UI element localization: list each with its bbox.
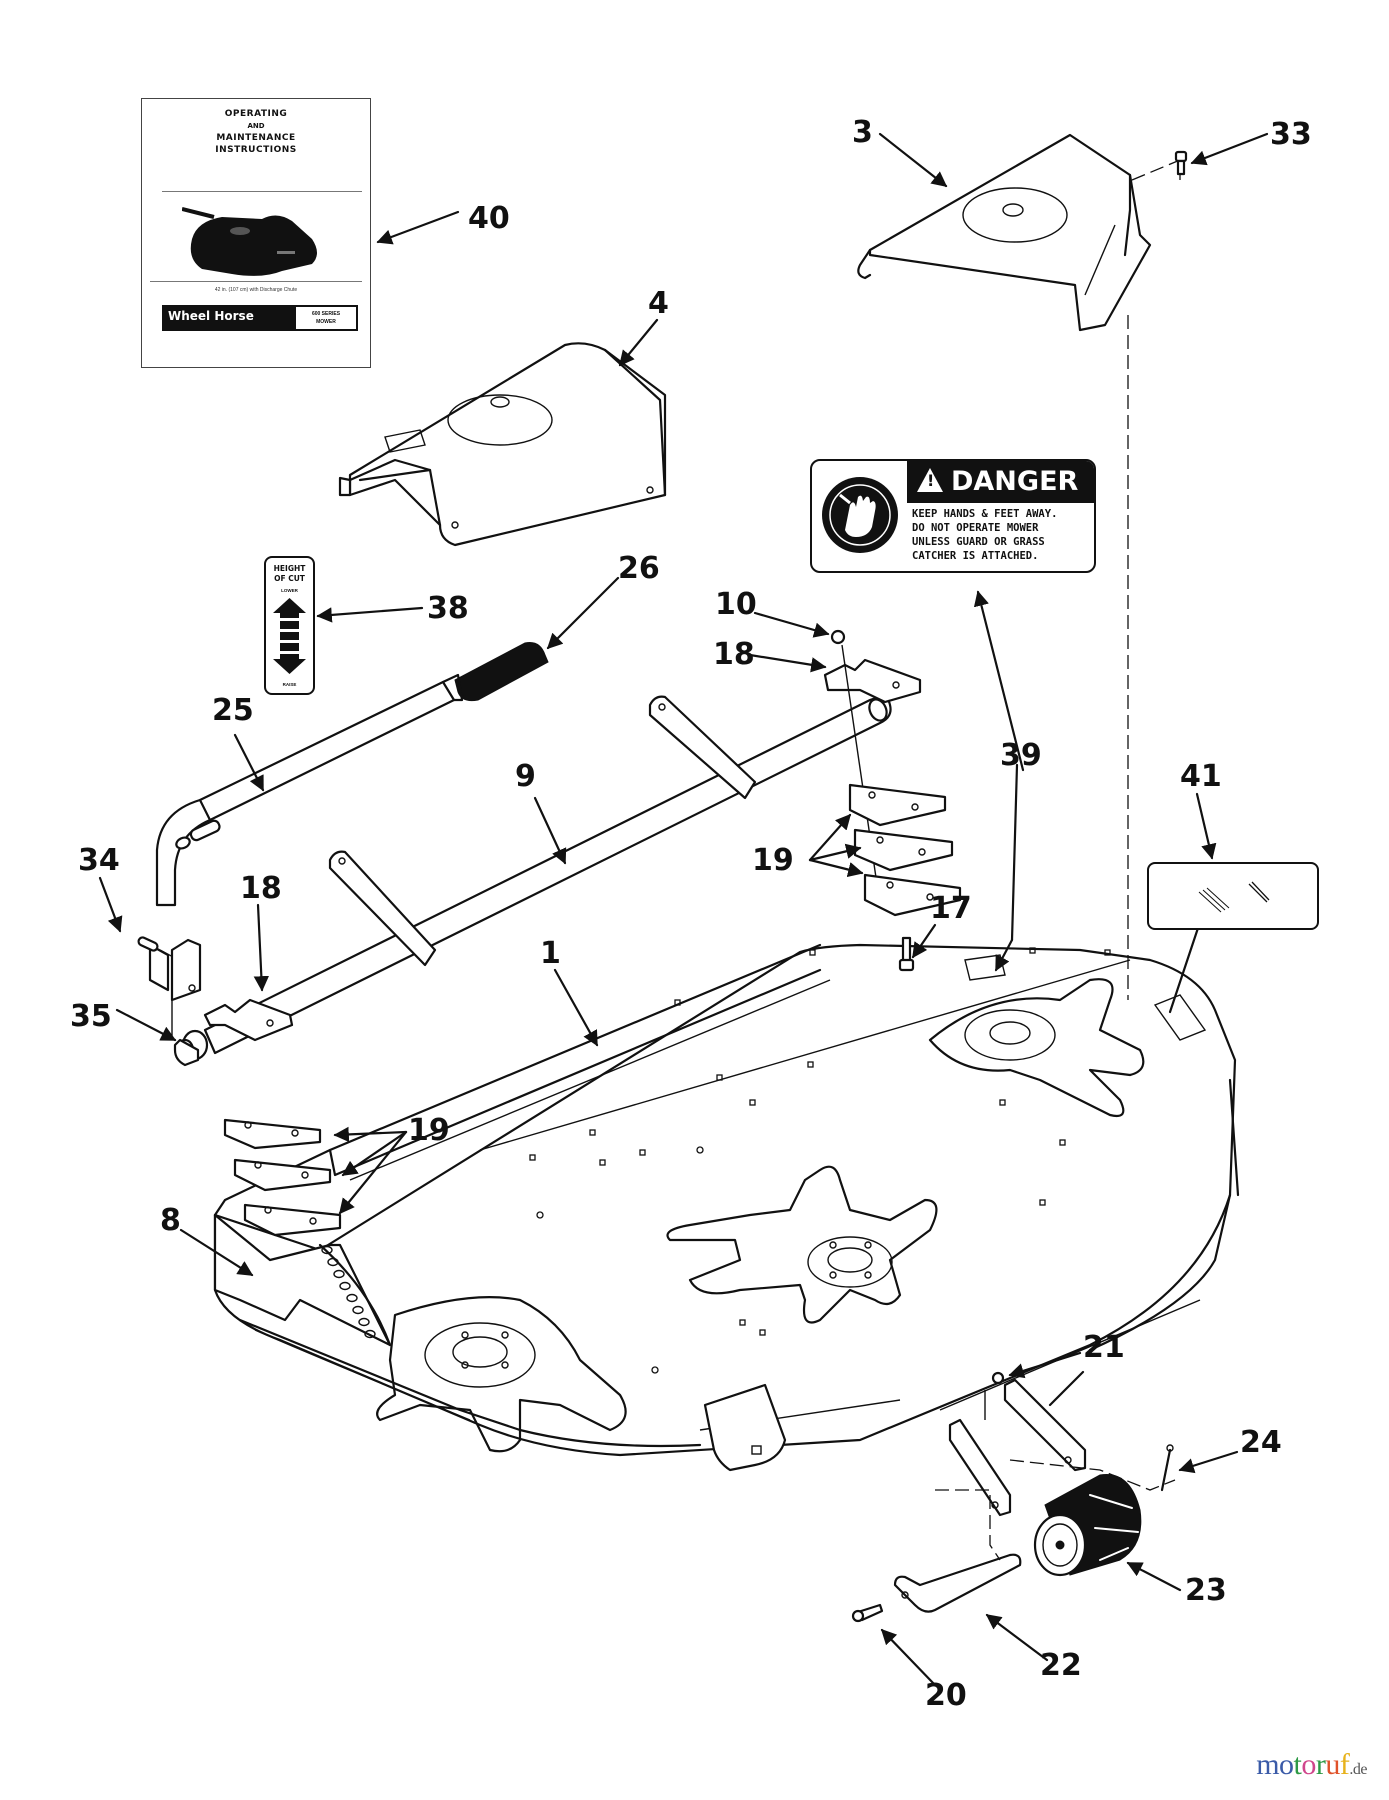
watermark-letter: o bbox=[1301, 1748, 1316, 1781]
callout-20: 20 bbox=[925, 1678, 967, 1713]
up-down-arrow-icon bbox=[273, 598, 306, 674]
center-spindle-mount bbox=[666, 1165, 938, 1324]
handle-grip bbox=[454, 642, 549, 702]
tractor-photo bbox=[182, 207, 317, 276]
height-adjust-holes bbox=[321, 1245, 376, 1339]
callout-18-left: 18 bbox=[240, 871, 282, 906]
callout-35: 35 bbox=[70, 999, 112, 1034]
danger-text: KEEP HANDS & FEET AWAY. DO NOT OPERATE M… bbox=[912, 507, 1090, 563]
raise-label: RAISE bbox=[282, 682, 297, 687]
callout-25: 25 bbox=[212, 693, 254, 728]
manual-caption: 42 in. (107 cm) with Discharge Chute bbox=[214, 287, 298, 293]
danger-line: KEEP HANDS & FEET AWAY. bbox=[912, 508, 1058, 520]
callout-10: 10 bbox=[715, 587, 757, 622]
manual-title-line-2: AND bbox=[247, 122, 265, 130]
manual-title-line-3: MAINTENANCE bbox=[216, 133, 296, 143]
watermark-letter: m bbox=[1256, 1748, 1280, 1781]
watermark-logo-text: motoruf bbox=[1256, 1748, 1350, 1781]
height-of-cut-title: HEIGHT OF CUT bbox=[273, 564, 306, 583]
callout-17: 17 bbox=[930, 891, 972, 926]
manual-brand-bar: Wheel Horse 600 SERIES MOWER bbox=[162, 305, 358, 331]
danger-title: DANGER bbox=[951, 466, 1079, 497]
watermark-tld: .de bbox=[1349, 1761, 1367, 1778]
callout-41: 41 bbox=[1180, 759, 1222, 794]
lift-handle bbox=[148, 642, 549, 1002]
callout-39: 39 bbox=[1000, 738, 1042, 773]
series-label: 600 SERIES bbox=[311, 311, 341, 317]
shims-right bbox=[848, 783, 962, 917]
pin-34 bbox=[137, 936, 159, 952]
cotter-pin-24 bbox=[1160, 1448, 1172, 1492]
danger-header: DANGER bbox=[907, 461, 1094, 503]
callout-26: 26 bbox=[618, 551, 660, 586]
bearing-bracket-left bbox=[203, 998, 294, 1042]
left-spindle-mount bbox=[376, 1296, 627, 1453]
nut-10 bbox=[830, 629, 846, 645]
danger-line: UNLESS GUARD OR GRASS bbox=[912, 536, 1045, 548]
clip-35 bbox=[173, 1038, 200, 1067]
watermark-letter: f bbox=[1339, 1748, 1350, 1781]
glare-marks bbox=[1198, 881, 1270, 913]
danger-decal: DANGER KEEP HANDS & FEET AWAY. DO NOT OP… bbox=[810, 459, 1096, 573]
bearing-bracket-right bbox=[823, 658, 922, 704]
callout-1: 1 bbox=[540, 936, 561, 971]
callout-18-right: 18 bbox=[713, 637, 755, 672]
manual-series-box: 600 SERIES MOWER bbox=[296, 307, 356, 329]
no-hands-icon bbox=[822, 477, 898, 553]
callout-8: 8 bbox=[160, 1203, 181, 1238]
callout-40: 40 bbox=[468, 201, 510, 236]
lift-shaft bbox=[175, 695, 892, 1062]
watermark-letter: u bbox=[1325, 1748, 1340, 1781]
roller-23 bbox=[1033, 1473, 1142, 1577]
bolt-17 bbox=[898, 936, 915, 972]
callout-22: 22 bbox=[1040, 1648, 1082, 1683]
manual-divider-2 bbox=[150, 281, 362, 282]
operator-manual: OPERATING AND MAINTENANCE INSTRUCTIONS 4… bbox=[141, 98, 371, 368]
callout-23: 23 bbox=[1185, 1573, 1227, 1608]
leader-lines bbox=[98, 132, 1269, 1687]
callout-4: 4 bbox=[648, 286, 669, 321]
right-spindle-mount bbox=[928, 978, 1145, 1118]
bolt-33 bbox=[1174, 150, 1188, 176]
callouts: 40 3 33 4 38 26 10 18 39 25 9 41 19 34 1… bbox=[70, 115, 1312, 1713]
motoruf-watermark[interactable]: motoruf.de bbox=[1256, 1748, 1367, 1782]
warning-triangle-icon bbox=[917, 468, 943, 492]
height-of-cut-decal: HEIGHT OF CUT LOWER RAISE bbox=[264, 556, 315, 695]
belt-cover-left bbox=[338, 342, 667, 547]
callout-3: 3 bbox=[852, 115, 873, 150]
danger-line: CATCHER IS ATTACHED. bbox=[912, 550, 1039, 562]
manual-title-line-4: INSTRUCTIONS bbox=[215, 145, 297, 155]
manual-title-line-1: OPERATING bbox=[224, 109, 288, 119]
wheel-horse-logo: Wheel Horse bbox=[168, 309, 254, 323]
decal-41-location bbox=[1153, 994, 1207, 1041]
bolt-33-alignment-line bbox=[1131, 159, 1181, 181]
callout-38: 38 bbox=[427, 591, 469, 626]
danger-line: DO NOT OPERATE MOWER bbox=[912, 522, 1039, 534]
nut-21 bbox=[991, 1371, 1005, 1385]
watermark-letter: r bbox=[1315, 1748, 1326, 1781]
watermark-letter: t bbox=[1293, 1748, 1302, 1781]
watermark-letter: o bbox=[1279, 1748, 1294, 1781]
callout-34: 34 bbox=[78, 843, 120, 878]
series-sublabel: MOWER bbox=[316, 319, 336, 325]
callout-24: 24 bbox=[1240, 1425, 1282, 1460]
callout-21: 21 bbox=[1083, 1330, 1125, 1365]
callout-19-left: 19 bbox=[408, 1113, 450, 1148]
mower-deck-housing bbox=[213, 943, 1240, 1472]
decal-39-location bbox=[964, 954, 1006, 981]
deck-holes bbox=[529, 947, 1111, 1374]
callout-9: 9 bbox=[515, 759, 536, 794]
anti-scalp-roller-assembly bbox=[851, 1371, 1176, 1623]
decal-41 bbox=[1147, 862, 1319, 930]
shims-left bbox=[223, 1118, 342, 1237]
roller-axle-22 bbox=[893, 1553, 1022, 1613]
callout-19-right: 19 bbox=[752, 843, 794, 878]
callout-33: 33 bbox=[1270, 117, 1312, 152]
lower-label: LOWER bbox=[281, 588, 298, 593]
baffle-plate bbox=[703, 1383, 787, 1472]
manual-divider bbox=[162, 191, 362, 192]
